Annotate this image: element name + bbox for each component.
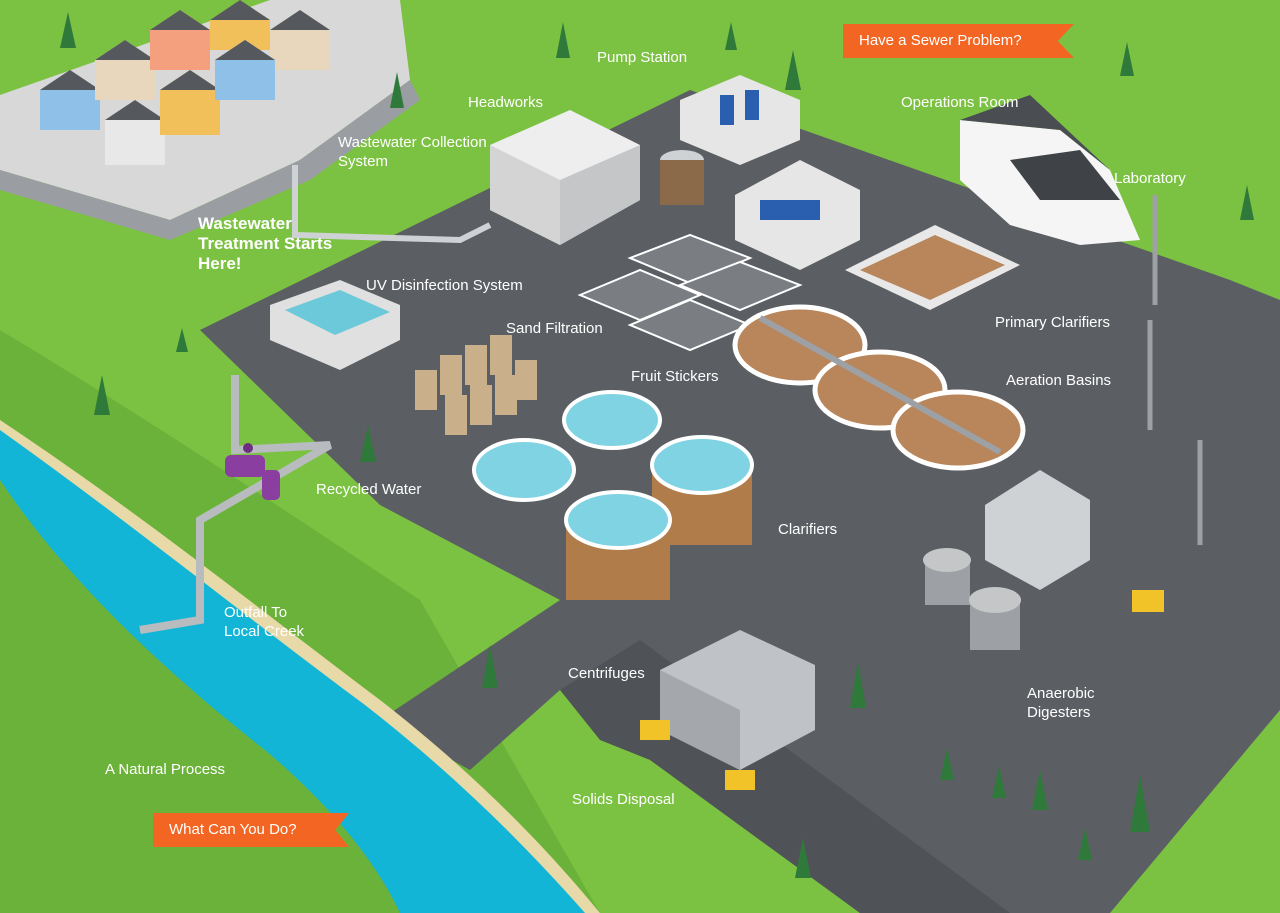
recycled-water-valve	[225, 443, 280, 500]
trees	[60, 12, 1254, 878]
anaerobic-digester-tanks	[923, 548, 1021, 650]
label-sand-filtration[interactable]: Sand Filtration	[506, 320, 603, 337]
what-can-you-do-banner[interactable]: What Can You Do?	[153, 813, 349, 847]
label-laboratory[interactable]: Laboratory	[1114, 170, 1186, 187]
label-uv-disinfection[interactable]: UV Disinfection System	[366, 277, 523, 294]
aeration-bridge	[758, 315, 1002, 455]
label-anaerobic-digesters[interactable]: Anaerobic Digesters	[1027, 685, 1095, 721]
label-natural-process[interactable]: A Natural Process	[105, 761, 226, 778]
sand-filters	[577, 233, 803, 352]
power-building	[985, 470, 1090, 590]
label-operations-room[interactable]: Operations Room	[901, 94, 1019, 111]
creek-water	[0, 430, 585, 913]
label-outfall[interactable]: Outfall To Local Creek	[224, 604, 305, 640]
label-wastewater-collection[interactable]: Wastewater Collection System	[338, 134, 487, 170]
clarifier-tanks	[472, 390, 754, 600]
collection-pipe	[292, 165, 492, 244]
filter-silos	[415, 335, 537, 435]
sewer-problem-banner[interactable]: Have a Sewer Problem?	[843, 24, 1074, 58]
label-pump-station[interactable]: Pump Station	[597, 49, 688, 66]
truck-icons	[640, 590, 1164, 790]
blower-building	[735, 160, 860, 270]
uv-disinfection-unit	[270, 280, 400, 370]
neighborhood-road	[0, 80, 420, 240]
label-recycled-water[interactable]: Recycled Water	[316, 481, 422, 498]
label-centrifuges[interactable]: Centrifuges	[568, 665, 645, 682]
label-aeration-basins[interactable]: Aeration Basins	[1006, 372, 1112, 389]
pump-station-building	[680, 75, 800, 165]
label-fruit-stickers[interactable]: Fruit Stickers	[631, 368, 719, 385]
headworks-building	[490, 110, 640, 245]
power-poles	[1147, 195, 1203, 545]
centrifuge-building	[660, 630, 815, 770]
hero-heading[interactable]: Wastewater Treatment Starts Here!	[198, 214, 333, 273]
label-clarifiers[interactable]: Clarifiers	[778, 521, 838, 538]
houses	[40, 0, 330, 165]
primary-clarifiers-basins	[845, 225, 1020, 310]
label-headworks[interactable]: Headworks	[468, 94, 544, 111]
label-primary-clarifiers[interactable]: Primary Clarifiers	[995, 314, 1111, 331]
label-solids-disposal[interactable]: Solids Disposal	[572, 791, 675, 808]
operations-room-building	[960, 95, 1140, 245]
